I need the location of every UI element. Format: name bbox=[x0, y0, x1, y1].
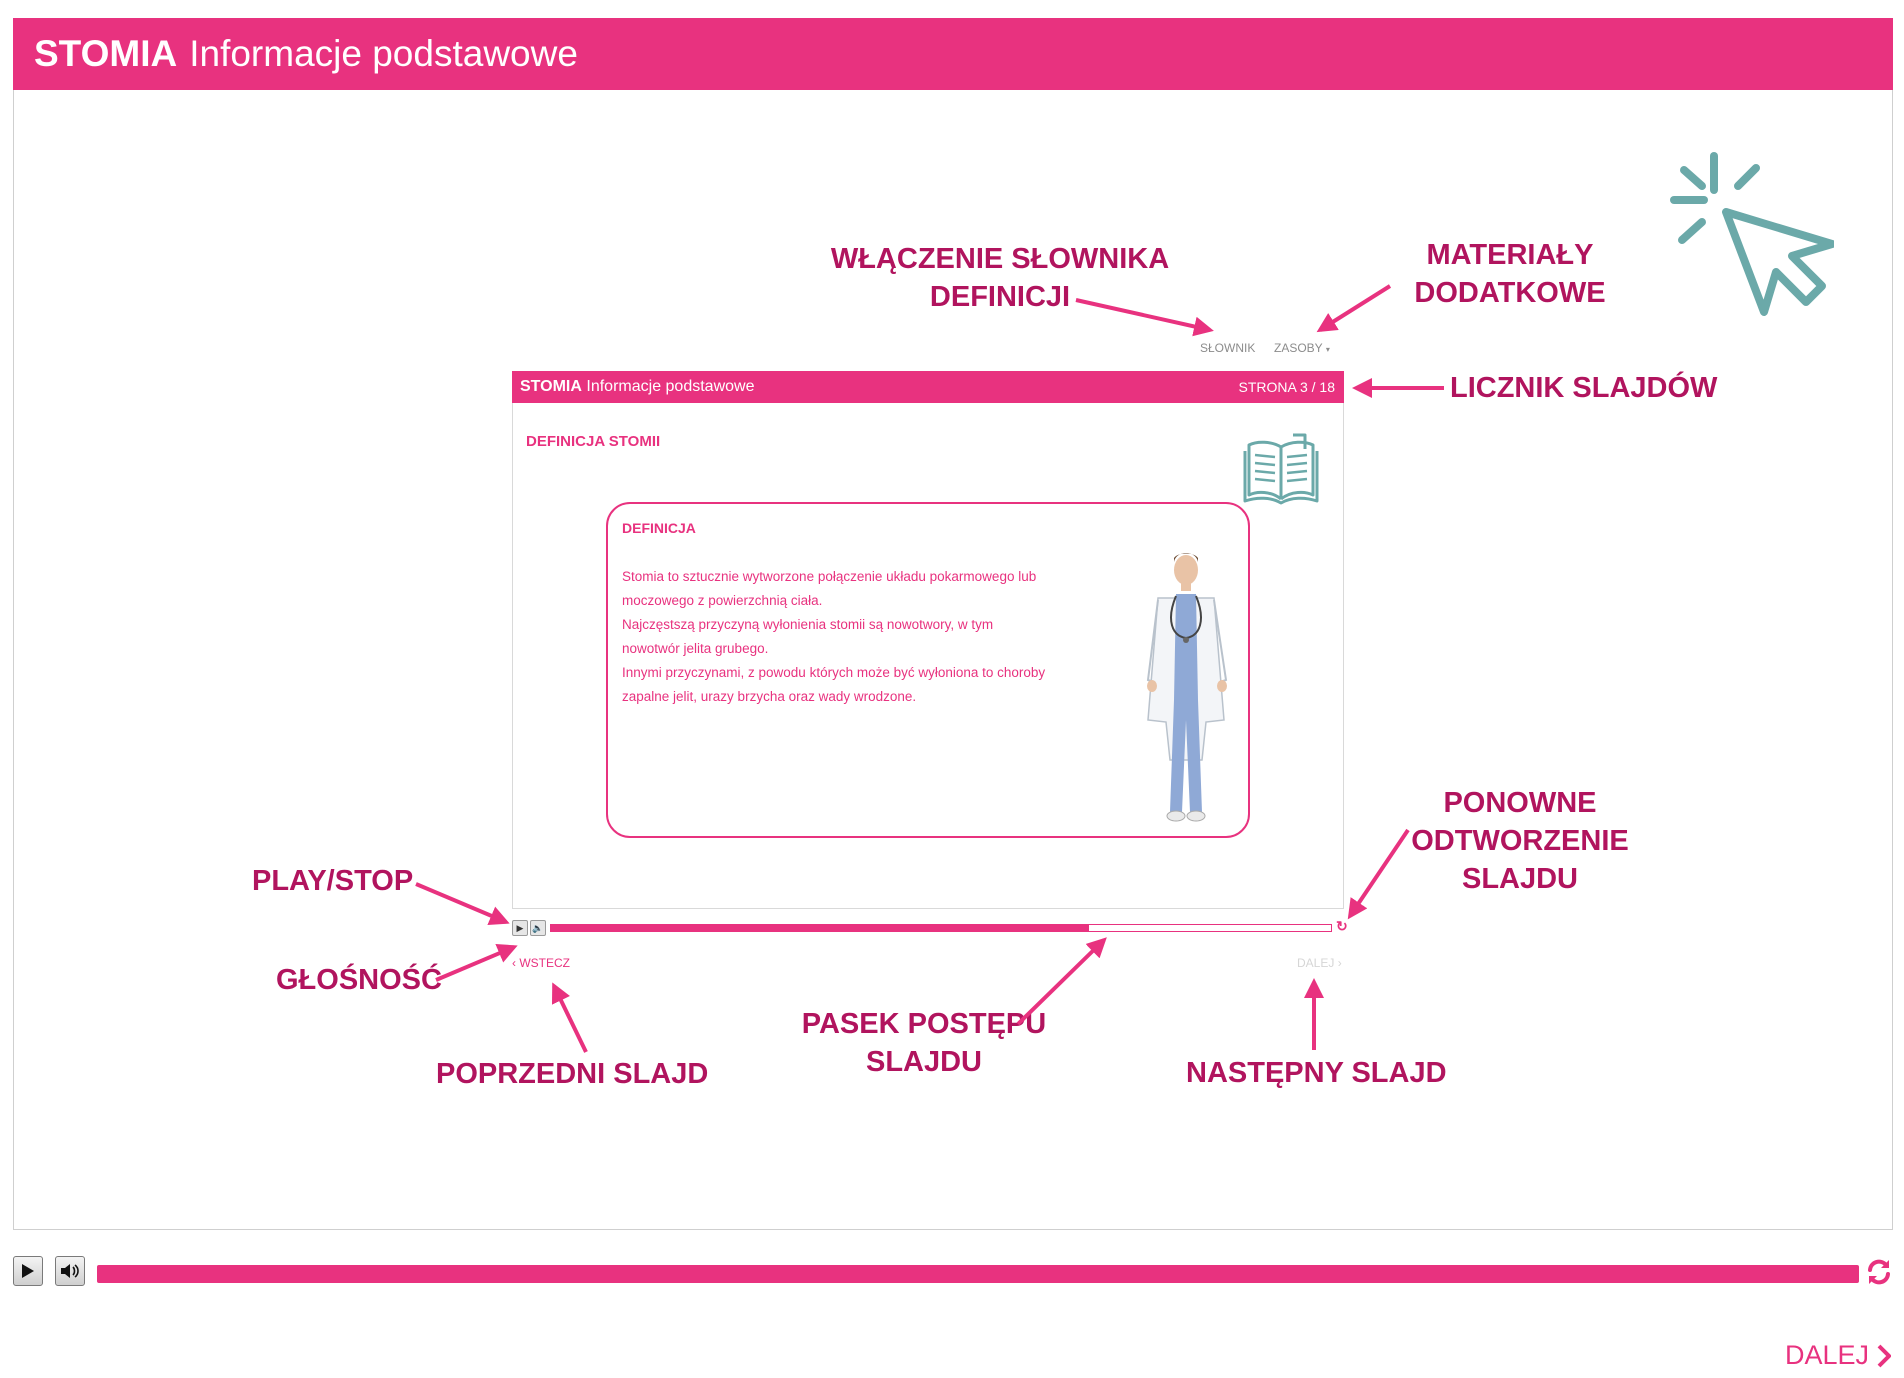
annotation-replay: PONOWNE ODTWORZENIE SLAJDU bbox=[1400, 784, 1640, 898]
annotation-progress-line1: PASEK POSTĘPU bbox=[801, 1008, 1047, 1040]
preview-brand: STOMIA bbox=[520, 378, 582, 395]
app-header: STOMIA Informacje podstawowe bbox=[13, 18, 1893, 90]
caret-down-icon: ▾ bbox=[1325, 345, 1330, 354]
annotation-materials-line1: MATERIAŁY bbox=[1426, 239, 1594, 271]
preview-play-button[interactable]: ▶ bbox=[512, 920, 528, 936]
chevron-right-icon bbox=[1877, 1344, 1892, 1367]
preview-section-title: DEFINICJA STOMII bbox=[526, 433, 661, 450]
doctor-illustration bbox=[1146, 553, 1228, 822]
annotation-progress-line2: SLAJDU bbox=[865, 1046, 982, 1078]
annotation-replay-line1: PONOWNE bbox=[1443, 787, 1597, 819]
annotation-dictionary-line1: WŁĄCZENIE SŁOWNIKA bbox=[830, 243, 1170, 275]
definition-title: DEFINICJA bbox=[622, 520, 696, 536]
definition-line: Innymi przyczynami, z powodu których moż… bbox=[622, 665, 1046, 680]
preview-title: Informacje podstawowe bbox=[586, 378, 755, 395]
volume-icon: 🔈 bbox=[532, 923, 544, 933]
preview-resources-link[interactable]: ZASOBY ▾ bbox=[1274, 341, 1330, 355]
next-label: DALEJ bbox=[1785, 1340, 1870, 1370]
preview-volume-button[interactable]: 🔈 bbox=[530, 920, 546, 936]
click-cursor-icon bbox=[1670, 152, 1834, 316]
arrow-play bbox=[415, 882, 510, 925]
annotation-replay-line2: ODTWORZENIE bbox=[1411, 825, 1629, 857]
arrow-materials bbox=[1316, 284, 1392, 333]
play-button[interactable] bbox=[13, 1256, 43, 1286]
preview-page-counter: STRONA 3 / 18 bbox=[1238, 379, 1335, 395]
preview-back-button[interactable]: ‹ WSTECZ bbox=[512, 956, 570, 970]
annotation-next: NASTĘPNY SLAJD bbox=[1186, 1057, 1447, 1089]
annotation-dictionary: WŁĄCZENIE SŁOWNIKA DEFINICJI bbox=[820, 240, 1180, 316]
preview-progress-bar[interactable] bbox=[550, 924, 1332, 932]
preview-back-label: WSTECZ bbox=[519, 956, 571, 970]
annotation-materials-line2: DODATKOWE bbox=[1414, 277, 1606, 309]
annotation-materials: MATERIAŁY DODATKOWE bbox=[1390, 236, 1630, 312]
arrow-volume bbox=[435, 944, 518, 982]
play-icon: ▶ bbox=[516, 923, 524, 933]
preview-next-button[interactable]: DALEJ › bbox=[1297, 956, 1342, 970]
play-icon bbox=[22, 1264, 34, 1278]
preview-slide: DEFINICJA STOMII DEFINICJA Stomia to szt… bbox=[512, 403, 1344, 909]
annotation-counter: LICZNIK SLAJDÓW bbox=[1450, 372, 1718, 404]
annotation-previous: POPRZEDNI SLAJD bbox=[436, 1058, 709, 1090]
slide-stage: WŁĄCZENIE SŁOWNIKA DEFINICJI MATERIAŁY D… bbox=[13, 90, 1893, 1230]
definition-line: Najczęstszą przyczyną wyłonienia stomii … bbox=[622, 617, 994, 632]
slide-progress-bar[interactable] bbox=[97, 1265, 1859, 1283]
volume-button[interactable] bbox=[55, 1256, 85, 1286]
definition-text: Stomia to sztucznie wytworzone połączeni… bbox=[622, 565, 1132, 709]
preview-dictionary-link[interactable]: SŁOWNIK bbox=[1200, 341, 1256, 355]
arrow-previous bbox=[551, 982, 588, 1053]
annotation-progress: PASEK POSTĘPU SLAJDU bbox=[774, 1005, 1074, 1081]
book-icon bbox=[1243, 433, 1319, 505]
header-brand: STOMIA bbox=[34, 33, 178, 74]
preview-next-label: DALEJ bbox=[1297, 956, 1335, 970]
preview-resources-label: ZASOBY bbox=[1274, 341, 1323, 355]
annotation-volume: GŁOŚNOŚĆ bbox=[276, 964, 442, 996]
preview-player: ▶ 🔈 ↻ bbox=[512, 918, 1352, 936]
annotation-play-stop: PLAY/STOP bbox=[252, 865, 414, 897]
reload-icon[interactable] bbox=[1865, 1258, 1893, 1286]
preview-progress-fill bbox=[551, 925, 1090, 931]
definition-line: zapalne jelit, urazy brzycha oraz wady w… bbox=[622, 689, 917, 704]
chevron-right-icon: › bbox=[1337, 956, 1342, 970]
definition-line: nowotwór jelita grubego. bbox=[622, 641, 769, 656]
header-title: Informacje podstawowe bbox=[189, 33, 578, 74]
volume-icon bbox=[61, 1264, 79, 1278]
preview-header-left: STOMIA Informacje podstawowe bbox=[520, 378, 754, 396]
definition-line: Stomia to sztucznie wytworzone połączeni… bbox=[622, 569, 1037, 584]
annotation-replay-line3: SLAJDU bbox=[1461, 863, 1578, 895]
next-button[interactable]: DALEJ bbox=[1785, 1340, 1892, 1371]
preview-header: STOMIA Informacje podstawowe STRONA 3 / … bbox=[512, 371, 1344, 403]
annotation-dictionary-line2: DEFINICJI bbox=[929, 281, 1071, 313]
chevron-left-icon: ‹ bbox=[512, 956, 516, 970]
definition-line: moczowego z powierzchnią ciała. bbox=[622, 593, 823, 608]
definition-box: DEFINICJA Stomia to sztucznie wytworzone… bbox=[606, 502, 1250, 838]
preview-reload-icon[interactable]: ↻ bbox=[1336, 918, 1348, 934]
